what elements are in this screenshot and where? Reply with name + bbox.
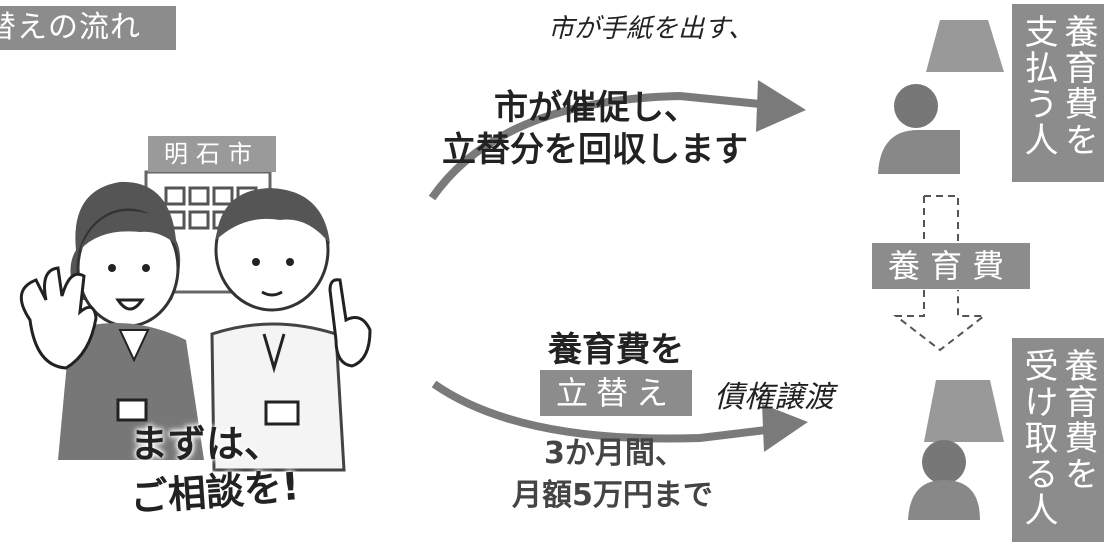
lower-flow-text-line3: 月額5万円まで xyxy=(512,478,713,513)
lower-arrowhead xyxy=(762,404,808,452)
upper-flow-text-line1: 市が催促し、 xyxy=(494,88,698,128)
staff-man-illustration xyxy=(210,188,372,472)
upper-flow-text-line2: 立替分を回収します xyxy=(442,130,748,170)
handwritten-note-top: 市が手紙を出す、 xyxy=(548,14,754,44)
lower-curved-arrow xyxy=(431,380,767,443)
page-title: 替えの流れ xyxy=(0,6,176,50)
speech-bubble-line1: まずは、 xyxy=(130,422,283,466)
upper-curved-arrow xyxy=(428,91,761,201)
receiver-label-col2: 受け取る人 xyxy=(1018,348,1058,528)
handwritten-note-bottom: 債権譲渡 xyxy=(714,380,834,415)
upper-arrowhead xyxy=(756,80,806,132)
child-support-flow-label: 養育費 xyxy=(872,243,1030,289)
city-hall-sign: 明石市 xyxy=(148,136,276,172)
dashed-down-arrow xyxy=(893,195,987,352)
staff-woman-illustration xyxy=(19,181,204,460)
receiver-label-box: 養育費を 受け取る人 xyxy=(1012,338,1104,542)
lower-flow-text-line2: 3か月間、 xyxy=(544,436,685,471)
payer-label-col2: 支払う人 xyxy=(1018,14,1058,158)
advance-payment-label: 立替え xyxy=(540,370,692,416)
payer-label-box: 養育費を 支払う人 xyxy=(1012,4,1104,182)
receiver-label-col1: 養育費を xyxy=(1058,348,1098,492)
receiver-person-icon xyxy=(908,380,1004,520)
lower-flow-text-line1: 養育費を xyxy=(548,330,684,370)
payer-person-icon xyxy=(878,20,1004,174)
payer-label-col1: 養育費を xyxy=(1058,14,1098,158)
